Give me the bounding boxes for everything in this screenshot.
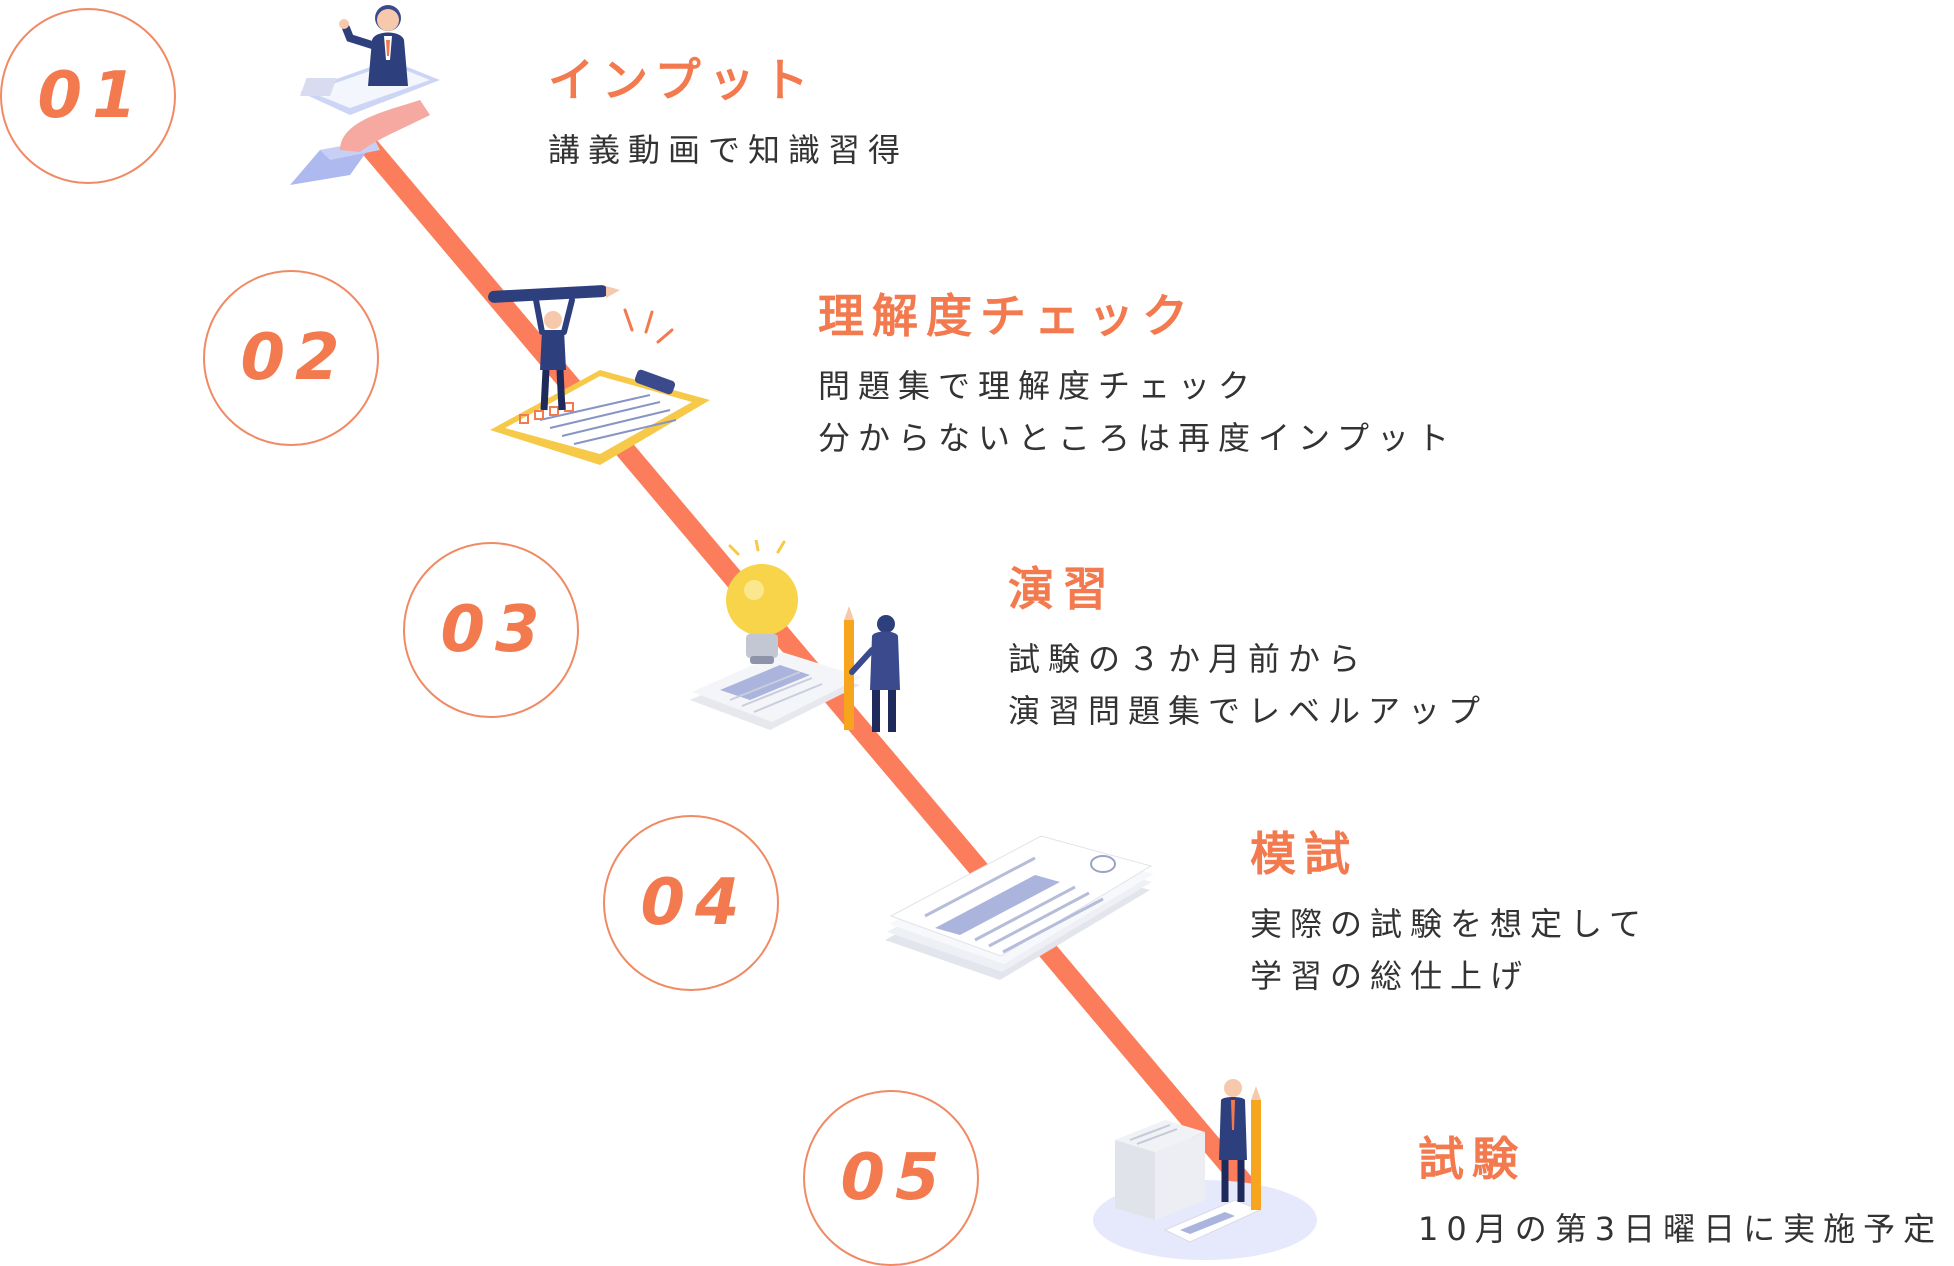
step-number: 04 [640, 866, 750, 940]
step-description-line: 実際の試験を想定して [1250, 905, 1650, 943]
video-lecture-icon [290, 5, 440, 185]
step-description-line: 講義動画で知識習得 [548, 131, 909, 169]
step-04-text: 模試 実際の試験を想定して 学習の総仕上げ [1250, 818, 1649, 1002]
step-title: 試験 [1418, 1132, 1526, 1186]
step-number: 05 [840, 1141, 950, 1215]
step-title: 理解度チェック [818, 289, 1196, 343]
step-04-circle: 04 [603, 815, 779, 991]
step-02-text: 理解度チェック 問題集で理解度チェック 分からないところは再度インプット [818, 280, 1457, 464]
step-01-circle: 01 [0, 8, 176, 184]
step-number: 02 [240, 321, 350, 395]
step-number: 01 [37, 59, 147, 133]
checklist-icon [488, 285, 710, 465]
step-03-circle: 03 [403, 542, 579, 718]
step-description-line: 10月の第3日曜日に実施予定 [1418, 1210, 1944, 1248]
step-05-text: 試験 10月の第3日曜日に実施予定 [1418, 1123, 1943, 1255]
step-description-line: 演習問題集でレベルアップ [1008, 692, 1489, 730]
step-02-circle: 02 [203, 270, 379, 446]
step-01-text: インプット 講義動画で知識習得 [548, 44, 908, 176]
step-title: インプット [548, 53, 817, 107]
step-description-line: 学習の総仕上げ [1250, 957, 1531, 995]
step-03-text: 演習 試験の３か月前から 演習問題集でレベルアップ [1008, 553, 1488, 737]
step-title: 演習 [1008, 562, 1116, 616]
step-description-line: 問題集で理解度チェック [818, 367, 1259, 405]
step-05-circle: 05 [803, 1090, 979, 1266]
step-description-line: 試験の３か月前から [1008, 640, 1369, 678]
document-stack-icon [885, 835, 1154, 980]
exam-day-icon [1093, 1079, 1317, 1260]
lightbulb-icon [690, 540, 900, 732]
step-title: 模試 [1250, 827, 1358, 881]
step-number: 03 [440, 593, 550, 667]
step-description-line: 分からないところは再度インプット [818, 419, 1458, 457]
